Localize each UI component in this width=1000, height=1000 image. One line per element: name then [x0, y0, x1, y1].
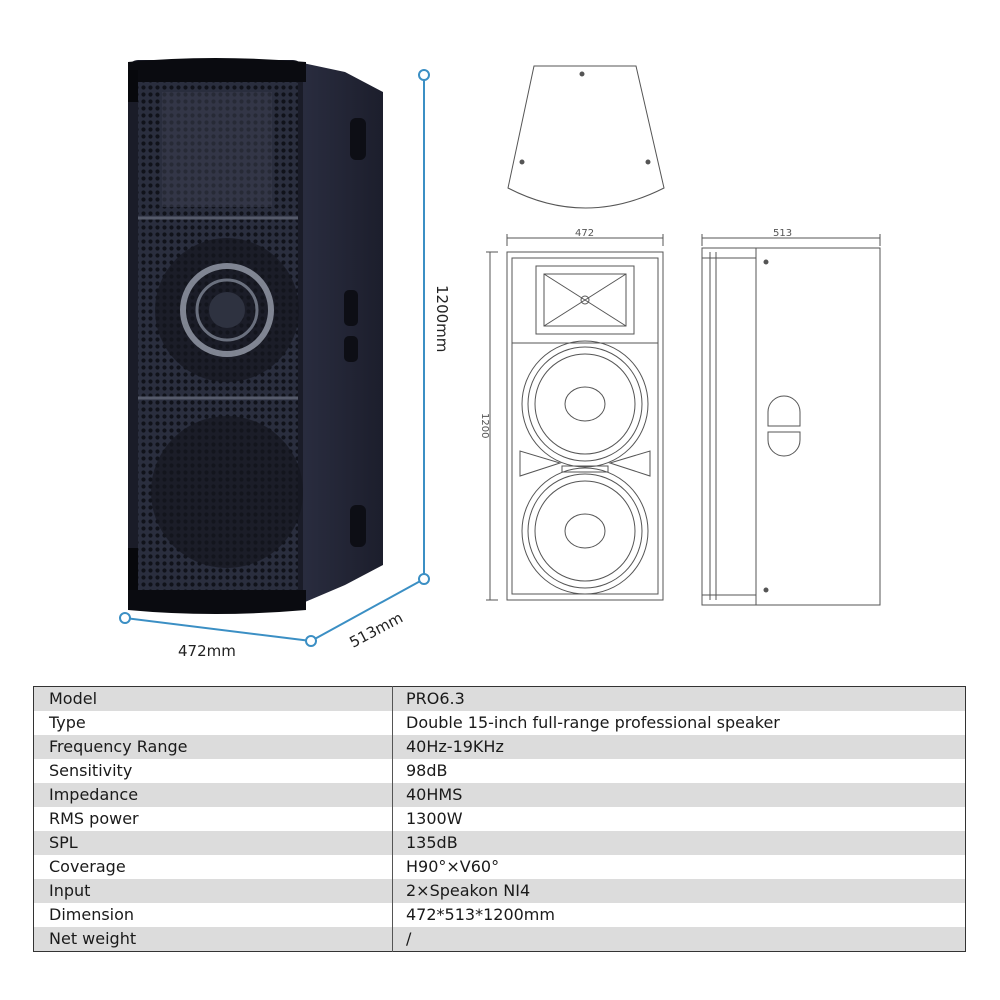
- spec-label: Dimension: [33, 903, 393, 927]
- speaker-photo: [128, 58, 383, 614]
- figure-svg: 472mm 513mm 1200mm: [119, 58, 881, 660]
- spec-label: Frequency Range: [33, 735, 393, 759]
- speaker-side-panel: [298, 62, 383, 605]
- side-depth-label: 513: [773, 228, 792, 239]
- spec-label: Input: [33, 879, 393, 903]
- side-handle-icon: [350, 505, 366, 547]
- front-height-label: 1200: [479, 413, 490, 438]
- spec-value: 1300W: [406, 809, 463, 828]
- table-row: SPL 135dB: [33, 831, 966, 855]
- dimension-lines: [119, 69, 430, 647]
- horn-section: [162, 92, 272, 207]
- lower-woofer-icon: [151, 416, 303, 568]
- spec-value: 40HMS: [406, 785, 463, 804]
- side-handle-drawing: [767, 395, 801, 427]
- spec-value: 40Hz-19KHz: [406, 737, 504, 756]
- side-view-outline: [701, 247, 881, 606]
- spec-label: Type: [33, 711, 393, 735]
- spec-value: /: [406, 929, 412, 948]
- side-handle-icon: [350, 118, 366, 160]
- spec-value: PRO6.3: [406, 689, 465, 708]
- front-width-label: 472: [575, 228, 594, 239]
- table-row: Model PRO6.3: [33, 686, 966, 711]
- spec-value: 472*513*1200mm: [406, 905, 555, 924]
- spec-label: Net weight: [33, 927, 393, 952]
- product-figure: 472mm 513mm 1200mm: [119, 58, 881, 660]
- height-label: 1200mm: [433, 285, 451, 352]
- side-handle-icon: [344, 336, 358, 362]
- spec-value: 98dB: [406, 761, 448, 780]
- table-row: Frequency Range 40Hz-19KHz: [33, 735, 966, 759]
- spec-value: Double 15-inch full-range professional s…: [406, 713, 780, 732]
- table-row: Coverage H90°×V60°: [33, 855, 966, 879]
- width-label: 472mm: [178, 642, 236, 660]
- top-view-outline: [507, 65, 665, 209]
- depth-label: 513mm: [346, 608, 406, 651]
- spec-value: 135dB: [406, 833, 458, 852]
- spec-label: SPL: [33, 831, 393, 855]
- spec-label: Model: [33, 686, 393, 711]
- spec-label: Impedance: [33, 783, 393, 807]
- table-row: Net weight /: [33, 927, 966, 952]
- spec-label: Sensitivity: [33, 759, 393, 783]
- technical-drawings: [486, 65, 881, 606]
- front-view-outline: [506, 251, 664, 601]
- table-row: Input 2×Speakon NI4: [33, 879, 966, 903]
- spec-label: RMS power: [33, 807, 393, 831]
- spec-value: H90°×V60°: [406, 857, 500, 876]
- table-row: Type Double 15-inch full-range profession…: [33, 711, 966, 735]
- table-row: Dimension 472*513*1200mm: [33, 903, 966, 927]
- spec-value: 2×Speakon NI4: [406, 881, 531, 900]
- table-row: Impedance 40HMS: [33, 783, 966, 807]
- side-handle-icon: [344, 290, 358, 326]
- spec-label: Coverage: [33, 855, 393, 879]
- table-row: Sensitivity 98dB: [33, 759, 966, 783]
- table-row: RMS power 1300W: [33, 807, 966, 831]
